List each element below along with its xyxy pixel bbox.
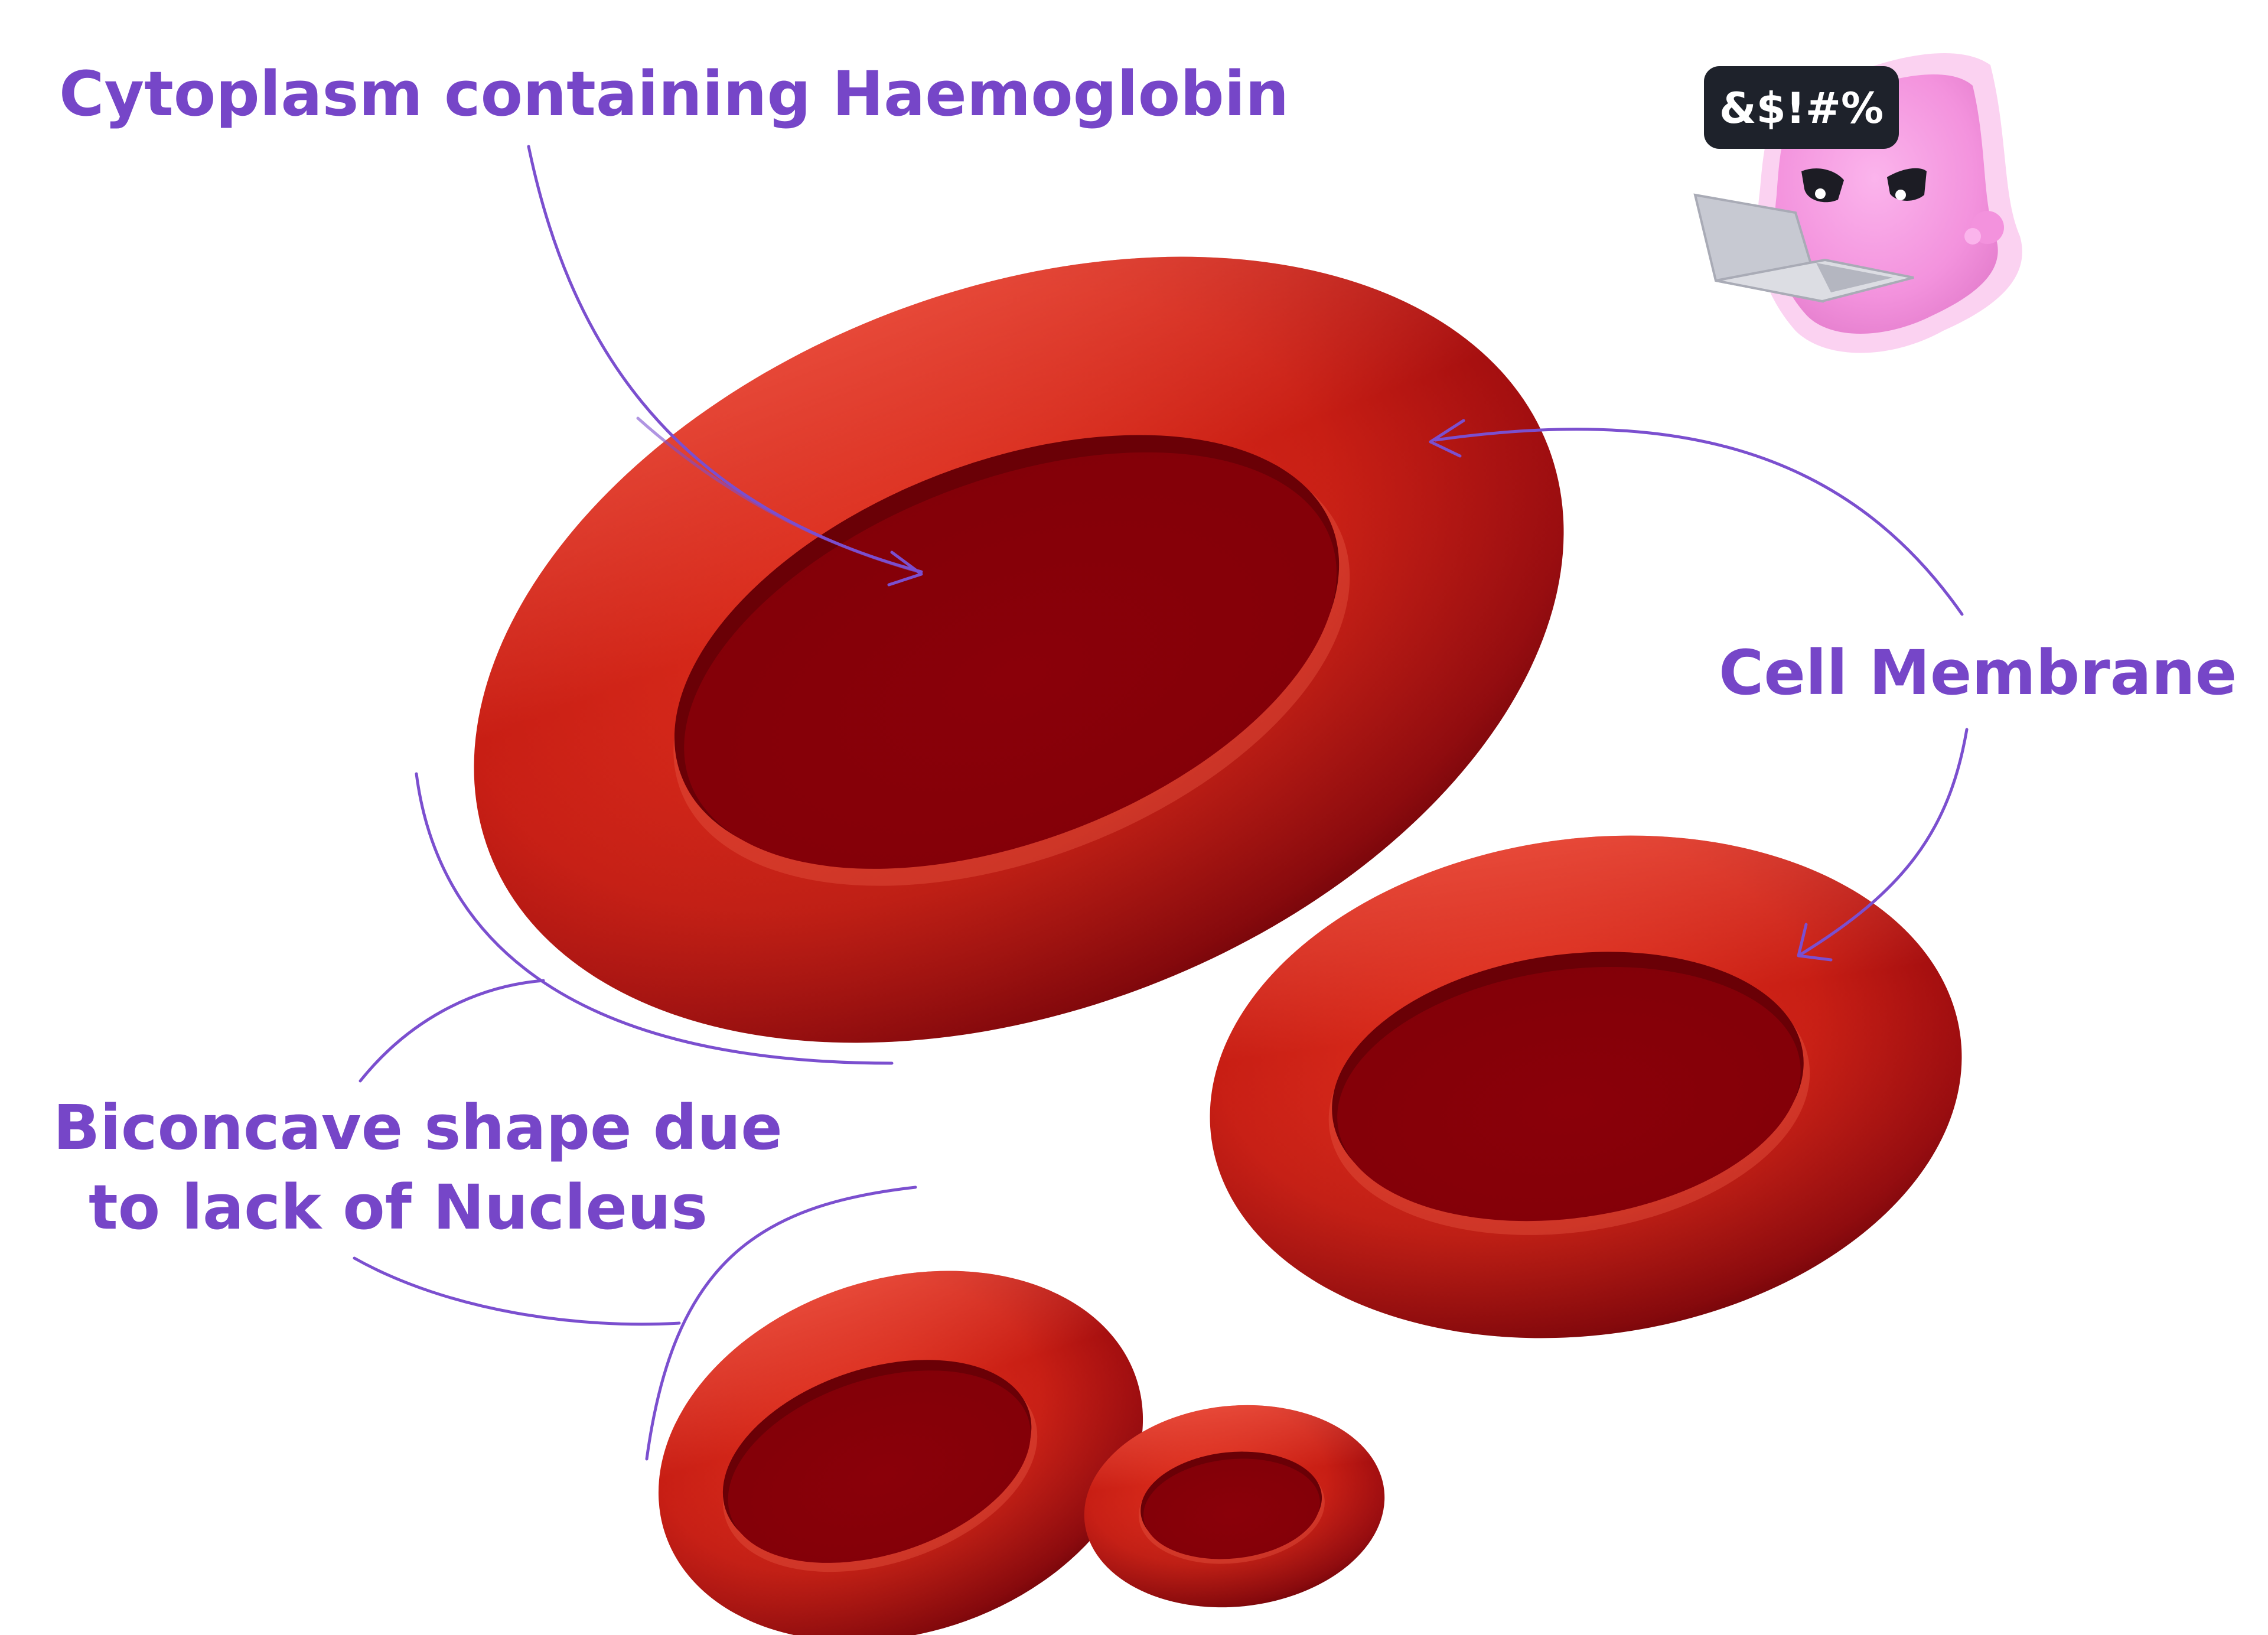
mascot-eyes (1801, 168, 1927, 203)
label-cell-membrane: Cell Membrane (1719, 637, 2237, 709)
label-biconcave-line1: Biconcave shape due (53, 1092, 783, 1164)
label-biconcave-line2: to lack of Nucleus (89, 1171, 708, 1243)
cytoplasm-arrow (527, 145, 923, 587)
biconcave-leader-small (353, 1185, 917, 1461)
membrane-arrow-top (1429, 419, 1964, 616)
mascot-speech-text: &$!#% (1719, 83, 1884, 133)
mascot: &$!#% (1693, 53, 2022, 353)
laptop-icon (1693, 193, 1914, 303)
biconcave-leader-large (359, 772, 894, 1083)
membrane-arrow-bottom (1797, 728, 1969, 962)
red-blood-cell-right (1210, 835, 1962, 1338)
label-cytoplasm: Cytoplasm containing Haemoglobin (59, 58, 1289, 130)
mascot-speech-bubble: &$!#% (1704, 66, 1899, 149)
red-blood-cell-large (474, 256, 1564, 1043)
red-blood-cell-small (1084, 1405, 1385, 1608)
red-blood-cell-bottom-left (658, 1271, 1143, 1635)
